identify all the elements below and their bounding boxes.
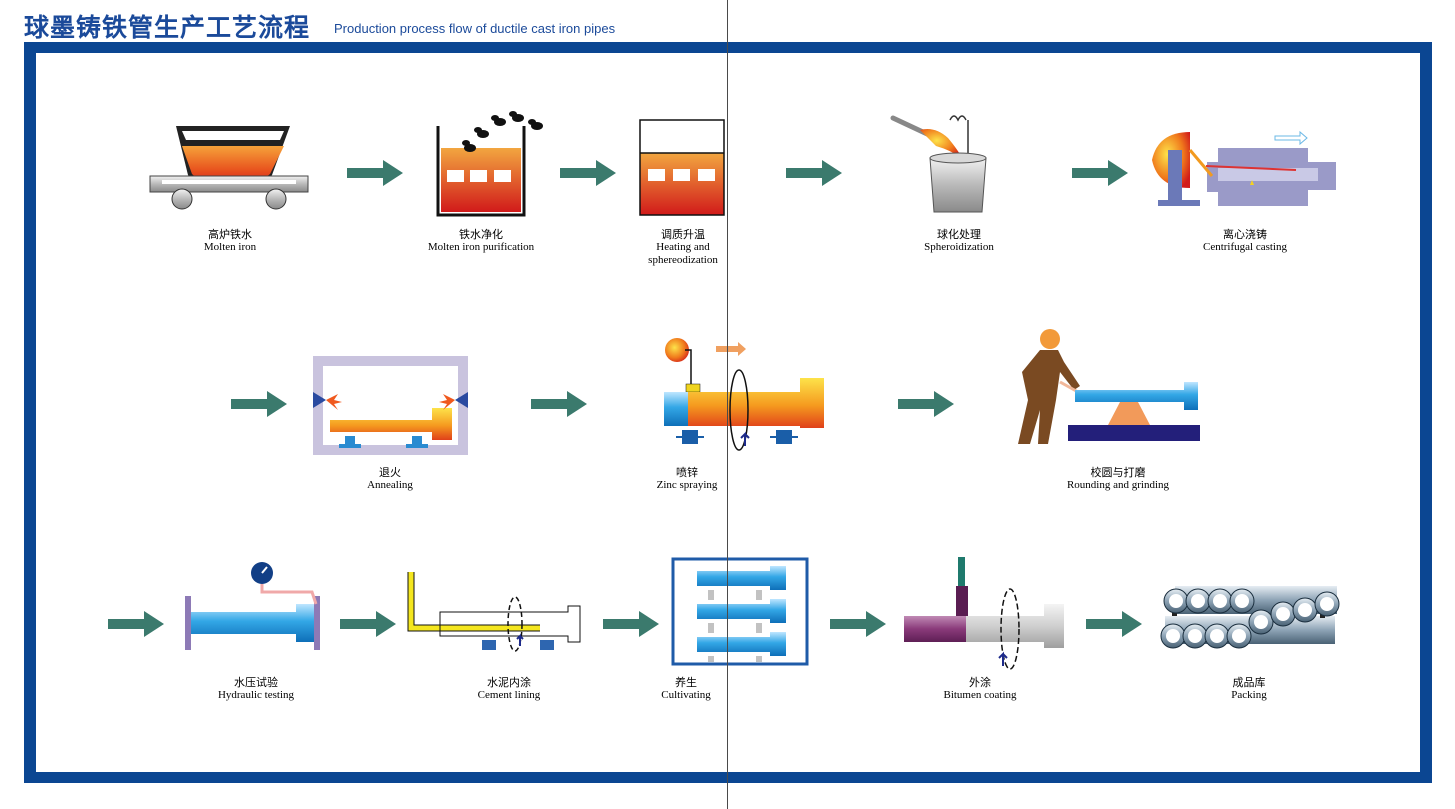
centrifugal-casting-icon: [1152, 130, 1336, 206]
cultivating-rack-icon: [671, 557, 809, 666]
rounding-grinding-icon: [1018, 329, 1200, 444]
packed-pipes-icon: [1160, 586, 1340, 649]
molten-iron-car-icon: [149, 126, 309, 210]
cement-lining-icon: [407, 572, 581, 652]
zinc-spraying-icon: [664, 338, 824, 451]
heating-furnace-icon: [639, 119, 725, 216]
molten-iron-purification-icon: [436, 111, 543, 217]
page-subtitle: Production process flow of ductile cast …: [334, 21, 616, 36]
spheroidization-ladle-icon: [890, 115, 987, 213]
bitumen-coating-icon: [904, 557, 1064, 670]
hydraulic-testing-icon: [185, 562, 320, 650]
page-fold-line: [727, 0, 728, 809]
annealing-furnace-icon: [313, 356, 468, 455]
page-title: 球墨铸铁管生产工艺流程: [24, 13, 311, 42]
